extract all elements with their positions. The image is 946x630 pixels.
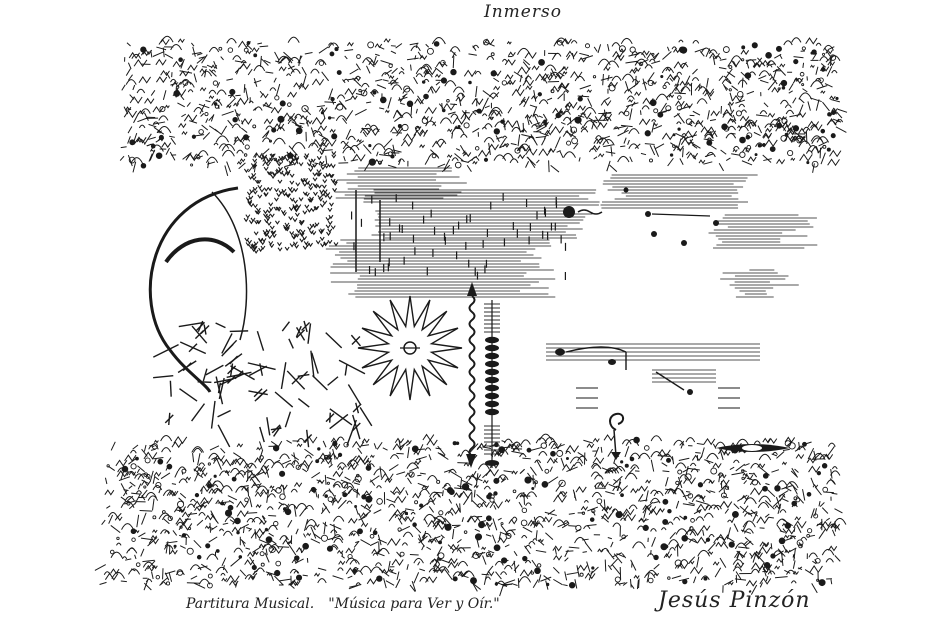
note-column [484,300,500,468]
bottom-glyph-band [94,433,847,597]
sun-star [357,295,463,401]
face-right-curve [211,191,248,341]
top-glyph-band [119,35,848,176]
face-curve [148,186,239,393]
staff-fragment [546,343,760,409]
artist-signature: Jesús Pinzón [658,588,811,613]
spiral-note [609,412,624,460]
artwork-title: Inmerso [484,2,562,22]
comet-notes [563,187,719,246]
wave-arrow [466,282,477,468]
hatched-cloud-band [325,167,818,298]
brow-curve [164,237,236,264]
caption: Partitura Musical. "Música para Ver y Oír… [186,596,500,612]
scattered-crosses [153,320,373,448]
dot-cluster [243,150,339,254]
caption-label: Partitura Musical. [186,596,315,612]
caption-quote: "Música para Ver y Oír." [328,596,500,612]
